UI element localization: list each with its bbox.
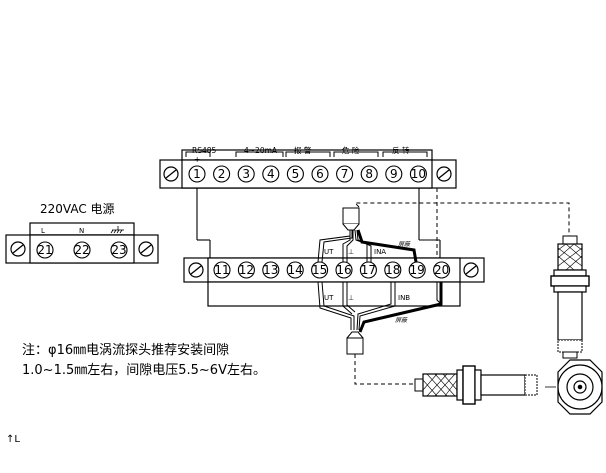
ground-icon bbox=[110, 226, 124, 234]
terminal-9 bbox=[385, 165, 403, 183]
lower-label-ut: UT bbox=[324, 294, 334, 302]
terminal-16 bbox=[335, 261, 353, 279]
group-label-reverse: 反 转 bbox=[392, 145, 410, 155]
terminal-14 bbox=[286, 261, 304, 279]
shield-label-top: 屏蔽 bbox=[398, 240, 411, 248]
group-label-4-20ma: 4~20mA bbox=[244, 146, 278, 155]
polarity-plus: + bbox=[194, 155, 200, 164]
terminal-8 bbox=[360, 165, 378, 183]
upper-label-ut: UT bbox=[324, 248, 334, 256]
bottom-terminal-block: 11 12 13 14 15 16 17 18 19 20 bbox=[183, 257, 485, 307]
terminal-12 bbox=[237, 261, 255, 279]
power-end-screw-right bbox=[138, 241, 154, 257]
power-label-l: L bbox=[41, 227, 45, 235]
terminal-label-11: 11 bbox=[214, 263, 229, 277]
bottom-end-screw-left bbox=[188, 262, 204, 278]
terminal-10 bbox=[409, 165, 427, 183]
terminal-7 bbox=[336, 165, 354, 183]
terminal-label-14: 14 bbox=[288, 263, 303, 277]
lower-label-ground: ⊥ bbox=[348, 294, 354, 302]
terminal-label-2: 2 bbox=[218, 167, 226, 181]
terminal-label-10: 10 bbox=[411, 167, 426, 181]
terminal-2 bbox=[213, 165, 231, 183]
terminal-20 bbox=[433, 261, 451, 279]
terminal-label-12: 12 bbox=[239, 263, 254, 277]
group-label-alarm: 报 警 bbox=[294, 145, 312, 155]
terminal-label-6: 6 bbox=[316, 167, 324, 181]
terminal-1 bbox=[188, 165, 206, 183]
power-terminal-block: 220VAC 电源 L N 21 22 23 bbox=[5, 202, 159, 264]
terminal-label-15: 15 bbox=[312, 263, 327, 277]
shield-label-bottom: 屏蔽 bbox=[395, 316, 408, 324]
terminal-13 bbox=[262, 261, 280, 279]
terminal-label-17: 17 bbox=[361, 263, 376, 277]
terminal-4 bbox=[262, 165, 280, 183]
terminal-22 bbox=[73, 241, 91, 259]
terminal-label-21: 21 bbox=[37, 243, 52, 257]
terminal-3 bbox=[237, 165, 255, 183]
vertical-probe-icon bbox=[550, 235, 590, 359]
probe-end-view-icon bbox=[545, 359, 603, 415]
horizontal-probe-icon bbox=[414, 365, 538, 405]
note-line-1: 注：φ16㎜电涡流探头推荐安装间隙 bbox=[22, 343, 229, 358]
cable-inb: 屏蔽 bbox=[317, 188, 443, 385]
upper-label-ina: INA bbox=[374, 248, 386, 256]
terminal-label-7: 7 bbox=[341, 167, 349, 181]
terminal-label-18: 18 bbox=[385, 263, 400, 277]
terminal-21 bbox=[36, 241, 54, 259]
terminal-11 bbox=[213, 261, 231, 279]
bottom-end-screw-right bbox=[463, 262, 479, 278]
terminal-label-9: 9 bbox=[390, 167, 398, 181]
terminal-label-20: 20 bbox=[434, 263, 449, 277]
top-end-screw-right bbox=[436, 166, 452, 182]
terminal-label-16: 16 bbox=[336, 263, 351, 277]
terminal-label-8: 8 bbox=[365, 167, 373, 181]
terminal-18 bbox=[384, 261, 402, 279]
note-line-2: 1.0~1.5㎜左右，间隙电压5.5~6V左右。 bbox=[22, 363, 266, 378]
power-terminal-row: 21 22 23 bbox=[36, 241, 128, 259]
terminal-label-5: 5 bbox=[292, 167, 300, 181]
terminal-label-19: 19 bbox=[410, 263, 425, 277]
top-terminal-row: 1 2 3 4 5 6 7 8 9 10 bbox=[188, 165, 427, 183]
terminal-23 bbox=[110, 241, 128, 259]
terminal-label-13: 13 bbox=[263, 263, 278, 277]
top-terminal-block: RS485 4~20mA 报 警 危 险 反 转 + - 1 2 3 4 5 6 7 8 9 10 bbox=[159, 145, 457, 189]
terminal-label-23: 23 bbox=[111, 243, 126, 257]
cable-ina: 屏蔽 bbox=[317, 202, 570, 263]
upper-label-ground: ⊥ bbox=[348, 248, 354, 256]
polarity-minus: - bbox=[219, 155, 222, 164]
terminal-label-1: 1 bbox=[193, 167, 201, 181]
power-title: 220VAC 电源 bbox=[40, 202, 115, 216]
terminal-5 bbox=[286, 165, 304, 183]
lower-label-inb: INB bbox=[398, 294, 410, 302]
top-end-screw-left bbox=[163, 166, 179, 182]
terminal-19 bbox=[408, 261, 426, 279]
terminal-17 bbox=[359, 261, 377, 279]
terminal-label-4: 4 bbox=[267, 167, 275, 181]
terminal-label-22: 22 bbox=[74, 243, 89, 257]
terminal-label-3: 3 bbox=[242, 167, 250, 181]
bottom-terminal-row: 11 12 13 14 15 16 17 18 19 20 bbox=[213, 261, 451, 279]
module-housing bbox=[196, 188, 441, 258]
terminal-15 bbox=[311, 261, 329, 279]
terminal-6 bbox=[311, 165, 329, 183]
group-label-rs485: RS485 bbox=[192, 146, 217, 155]
group-label-danger: 危 险 bbox=[342, 145, 360, 155]
power-end-screw-left bbox=[10, 241, 26, 257]
power-label-n: N bbox=[79, 227, 84, 235]
corner-mark: ↑L bbox=[6, 434, 20, 445]
